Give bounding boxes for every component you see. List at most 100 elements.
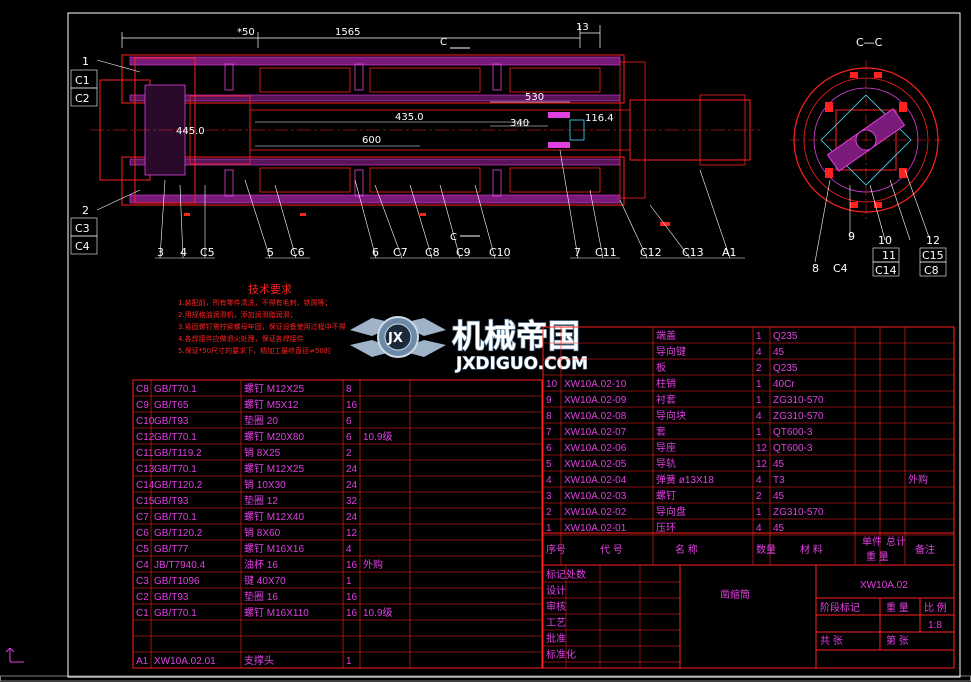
callout-a1: A1	[722, 246, 737, 259]
callout-c6: C6	[290, 246, 305, 259]
right-table-cell: XW10A.02-09	[564, 395, 627, 406]
left-table-cell: GB/T120.2	[154, 528, 203, 539]
left-table-cell: C8	[136, 384, 149, 395]
right-table-cell: ZG310-570	[773, 411, 824, 422]
left-table-cell: JB/T7940.4	[154, 560, 206, 571]
left-callouts	[70, 69, 98, 255]
weight-label: 重 量	[886, 601, 909, 614]
callout-c5: C5	[200, 246, 215, 259]
dim-600: 600	[362, 135, 381, 146]
callout-c1: C1	[75, 74, 90, 87]
left-table-cell: 螺钉 M16X110	[244, 607, 309, 619]
left-table-cell: C5	[136, 544, 149, 555]
dim-340: 340	[510, 118, 529, 129]
left-table-cell: 2	[346, 448, 352, 459]
right-table-cell: T3	[773, 475, 785, 486]
right-table-cell: ZG310-570	[773, 395, 824, 406]
left-table-cell: 24	[346, 512, 358, 523]
right-table-cell: 4	[756, 347, 762, 358]
hdr-weight: 重 量	[866, 550, 889, 563]
callout-c10: C10	[489, 246, 511, 259]
callout-c7: C7	[393, 246, 408, 259]
right-table-cell: 4	[756, 475, 762, 486]
callout-2: 2	[82, 204, 89, 217]
left-table-cell: 垫圈 16	[244, 590, 278, 603]
left-table-cell: 6	[346, 416, 352, 427]
left-table-cell: 螺钉 M20X80	[244, 431, 304, 443]
section-cc-title: C—C	[856, 36, 883, 49]
left-table-cell: C12	[136, 432, 155, 443]
right-table-cell: XW10A.02-07	[564, 427, 627, 438]
right-table-cell: 1	[546, 523, 552, 534]
left-table-cell: C11	[136, 448, 154, 459]
bottom-callouts: 3 4 C5 5 C6 6 C7 C8 C9 C10 7 C11 C12 C13…	[157, 246, 737, 259]
left-table-cell: GB/T77	[154, 544, 189, 555]
left-table-cell: C14	[136, 480, 155, 491]
part-name: 凿缩筒	[720, 588, 750, 601]
right-table-cell: 板	[656, 361, 666, 374]
left-table-cell: GB/T70.1	[154, 464, 197, 475]
title-block-label: 审核	[546, 600, 566, 613]
right-table-cell: XW10A.02-08	[564, 411, 627, 422]
left-table-cell: 16	[346, 400, 358, 411]
right-table-cell: 6	[546, 443, 552, 454]
left-table-cell: C2	[136, 592, 149, 603]
left-table-cell: GB/T65	[154, 400, 189, 411]
callout-5: 5	[267, 246, 274, 259]
dim-50: *50	[237, 27, 255, 38]
left-table-cell: 1	[346, 656, 352, 667]
left-table-cell: 支撑头	[244, 654, 274, 667]
left-table-cell: 16	[346, 560, 358, 571]
left-table-cell: GB/T70.1	[154, 384, 197, 395]
callout-6: 6	[372, 246, 379, 259]
hdr-name: 名 称	[675, 543, 698, 556]
right-table-cell: XW10A.02-01	[564, 523, 627, 534]
title-block-label: 工艺	[546, 617, 566, 629]
left-table-cell: 螺钉 M12X40	[244, 511, 304, 523]
left-table-cell: GB/T70.1	[154, 432, 197, 443]
tech-line-2: 2.用规格油润滑机，添加润滑脂润滑；	[178, 310, 297, 319]
left-table-cell: 8	[346, 384, 352, 395]
hdr-qty: 数量	[756, 543, 776, 556]
left-table-cell: 16	[346, 608, 358, 619]
left-table-cell: GB/T70.1	[154, 608, 197, 619]
left-table-cell: 32	[346, 496, 358, 507]
left-table-cell: C3	[136, 576, 149, 587]
right-table-cell: 导轨	[656, 457, 676, 470]
left-table-cell: 螺钉 M5X12	[244, 399, 299, 411]
tech-line-5: 5.保证*50尺寸的要求下，精加工最终直径≠50的	[178, 346, 331, 355]
left-table-cell: GB/T119.2	[154, 448, 202, 459]
callout-c2: C2	[75, 92, 90, 105]
drawing-frame	[67, 12, 961, 678]
section-callout-8: 8	[812, 262, 819, 275]
left-table-cell: 12	[346, 528, 358, 539]
hdr-code: 代 号	[600, 544, 623, 556]
right-table-cell: 1	[756, 331, 762, 342]
left-table-cell: GB/T93	[154, 416, 189, 427]
sheets-label: 共 张	[820, 635, 843, 647]
technical-requirements: 技术要求 1.装配前，所有零件清洗，不得有毛刺、铁屑等； 2.用规格油润滑机，添…	[178, 283, 346, 355]
dim-435: 435.0	[395, 112, 424, 123]
right-table-cell: 套	[656, 425, 666, 438]
right-table-cell: 衬套	[656, 393, 676, 406]
section-callout-c8: C8	[924, 264, 939, 277]
section-mark-top: C	[440, 37, 447, 48]
callout-3: 3	[157, 246, 164, 259]
right-table-cell: ZG310-570	[773, 507, 824, 518]
scale-value: 1:8	[928, 620, 942, 631]
ucs-origin-icon	[5, 647, 24, 663]
left-table-cell: 1	[346, 576, 352, 587]
site-logo: JX 机械帝国 JXDIGUO.COM	[350, 316, 589, 375]
right-table-cell: 导座	[656, 441, 676, 454]
right-table-cell: 7	[546, 427, 552, 438]
section-callout-c15: C15	[922, 249, 944, 262]
right-table-cell: 外购	[908, 473, 928, 486]
left-table-cell: 垫圈 20	[244, 414, 278, 427]
right-table-cell: 端盖	[656, 329, 676, 342]
left-table-cell: GB/T120.2	[154, 480, 203, 491]
dim-530: 530	[525, 92, 544, 103]
left-table-cell: 油杯 16	[244, 558, 278, 571]
